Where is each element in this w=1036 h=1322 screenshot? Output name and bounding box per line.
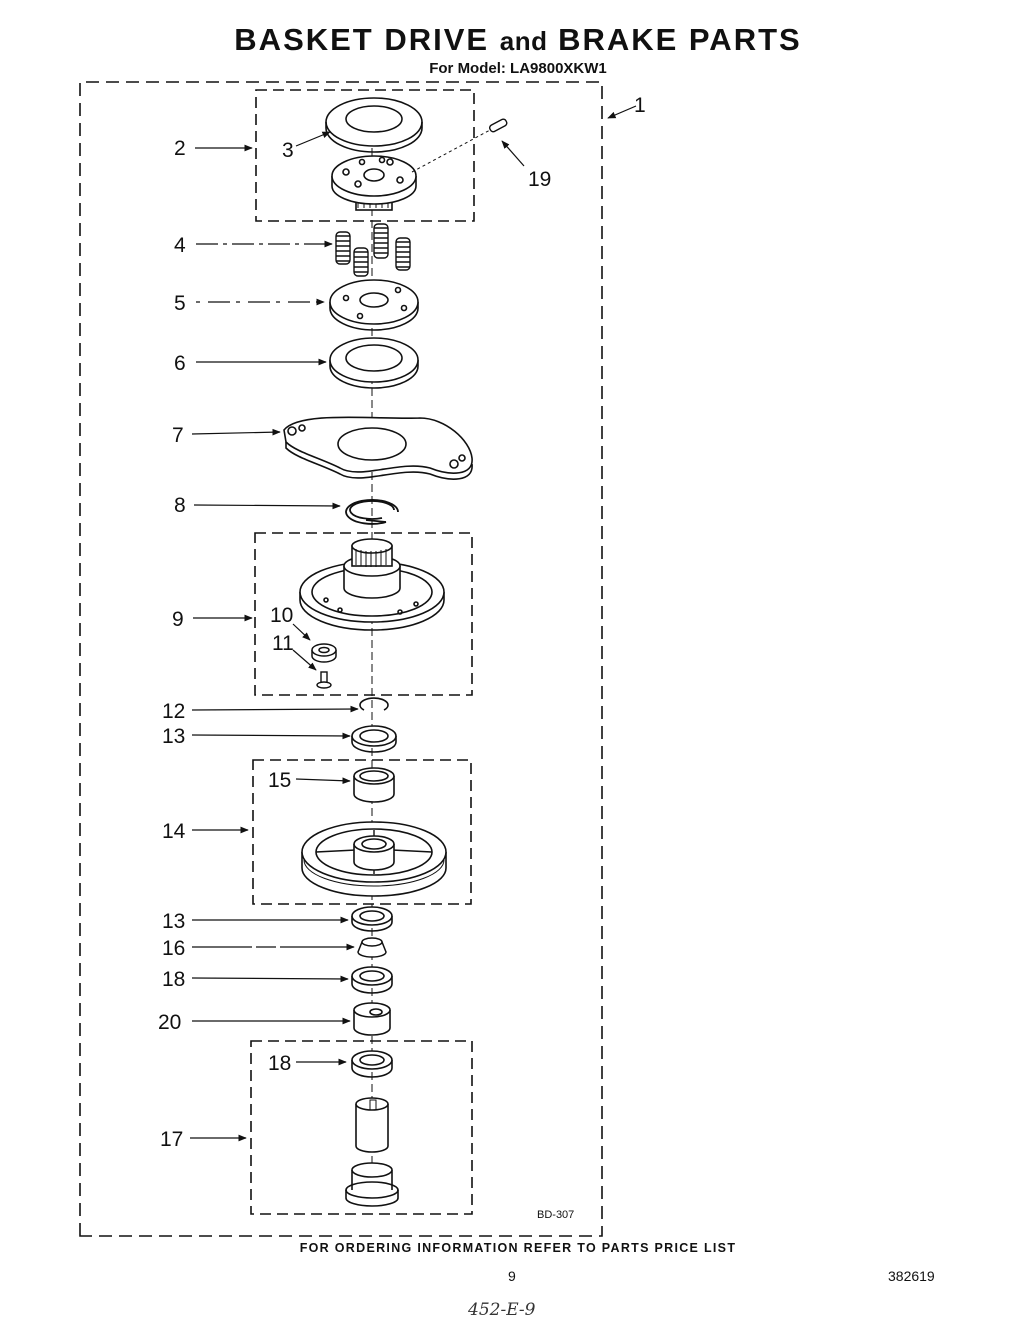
- subassembly-box-14: [252, 759, 472, 905]
- page-number: 9: [508, 1268, 516, 1284]
- part-12-retaining-ring: [359, 697, 389, 711]
- title-part-3: BRAKE PARTS: [558, 22, 802, 57]
- callout-2: 2: [174, 137, 186, 160]
- callout-labels: 1 2 3 4 5 6 7 8 9 10 11 12 13 15 14 13 1…: [158, 94, 646, 1221]
- part-19-pin: [489, 118, 508, 133]
- part-16-nut: [357, 937, 387, 958]
- part-4-springs: [335, 223, 411, 277]
- part-5-plate: [329, 279, 419, 331]
- part-20-sleeve: [353, 1002, 391, 1036]
- callout-9: 9: [172, 608, 184, 631]
- model-number: For Model: LA9800XKW1: [429, 60, 607, 77]
- leader-lines: [190, 105, 637, 1142]
- part-18-bearing-lower: [351, 1050, 393, 1078]
- callout-16: 16: [162, 937, 185, 960]
- subassembly-box-2: [255, 89, 475, 222]
- part-17-tube: [345, 1097, 399, 1207]
- callout-13-upper: 13: [162, 725, 185, 748]
- callout-14: 14: [162, 820, 186, 843]
- callout-6: 6: [174, 352, 186, 375]
- pin-guide-line: [411, 129, 491, 173]
- part-6-ring: [329, 337, 419, 389]
- callout-15: 15: [268, 769, 291, 792]
- assembly-outline: [79, 81, 603, 1237]
- callout-19: 19: [528, 168, 551, 191]
- callout-5: 5: [174, 292, 186, 315]
- part-10-washer: [311, 643, 337, 663]
- handwritten-note: 452-E-9: [468, 1300, 536, 1320]
- exploded-parts-diagram: 1 2 3 4 5 6 7 8 9 10 11 12 13 15 14 13 1…: [79, 81, 646, 1237]
- part-13-washer-lower: [351, 906, 393, 932]
- part-14-pulley: [301, 821, 447, 897]
- subassembly-box-17: [250, 1040, 473, 1215]
- part-18-bearing-upper: [351, 966, 393, 994]
- part-15-bushing: [353, 767, 395, 803]
- callout-13-lower: 13: [162, 910, 185, 933]
- part-9-drum: [299, 538, 445, 631]
- title-part-2: and: [499, 26, 548, 56]
- callout-3: 3: [282, 139, 294, 162]
- subassembly-box-9: [254, 532, 473, 696]
- ordering-note: FOR ORDERING INFORMATION REFER TO PARTS …: [299, 1241, 737, 1255]
- callout-11: 11: [272, 632, 294, 655]
- callout-18-lower: 18: [268, 1052, 291, 1075]
- page-title: BASKET DRIVE and BRAKE PARTS: [0, 22, 1036, 58]
- part-7-bracket: [283, 416, 473, 480]
- callout-20: 20: [158, 1011, 181, 1034]
- callout-4: 4: [174, 234, 186, 257]
- part-3-washer: [325, 97, 423, 153]
- callout-12: 12: [162, 700, 185, 723]
- callout-10: 10: [270, 604, 293, 627]
- document-number: 382619: [888, 1268, 935, 1284]
- part-8-snap-ring: [345, 498, 399, 525]
- part-11-bolt: [316, 671, 332, 689]
- callout-1: 1: [634, 94, 646, 117]
- diagram-code: BD-307: [537, 1209, 574, 1221]
- callout-18-upper: 18: [162, 968, 185, 991]
- callout-17: 17: [160, 1128, 183, 1151]
- part-13-washer-upper: [351, 725, 397, 753]
- callout-8: 8: [174, 494, 186, 517]
- part-2-hub: [331, 155, 417, 211]
- title-part-1: BASKET DRIVE: [234, 22, 490, 57]
- callout-7: 7: [172, 424, 184, 447]
